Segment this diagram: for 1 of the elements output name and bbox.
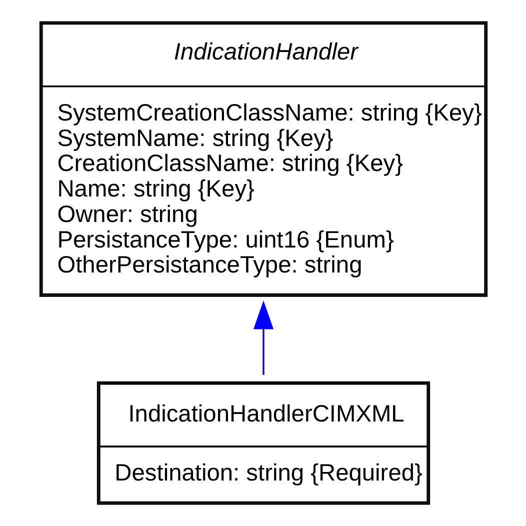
arrow	[252, 300, 274, 375]
